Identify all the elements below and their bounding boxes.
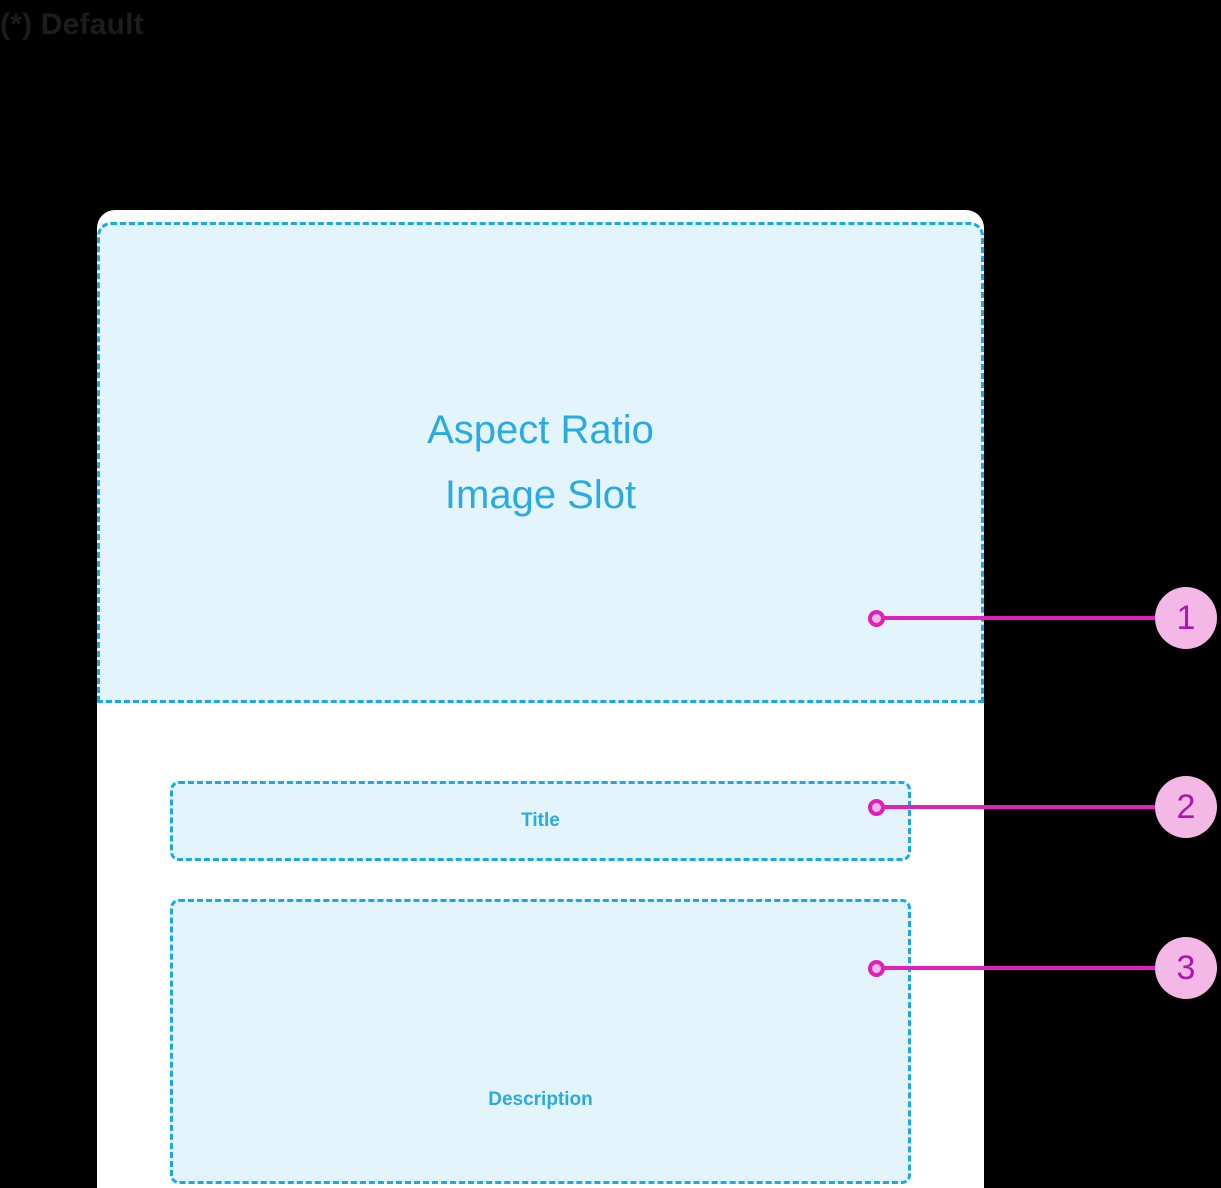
image-slot-label-line1: Aspect Ratio [427,407,654,452]
callout-leader-line-1 [877,616,1155,620]
callout-badge-3-number: 3 [1176,949,1196,987]
callout-badge-2[interactable]: 2 [1155,776,1217,838]
title-slot-label: Title [521,810,560,831]
image-slot-label: Aspect Ratio Image Slot [427,398,654,528]
callout-anchor-dot-1 [868,610,885,627]
image-slot-label-line2: Image Slot [444,472,637,517]
image-slot[interactable]: Aspect Ratio Image Slot [97,222,984,703]
callout-leader-line-2 [877,805,1155,809]
page-title: (*) Default [0,8,144,41]
description-slot-label: Description [488,1088,593,1110]
callout-leader-line-3 [877,966,1155,970]
callout-anchor-dot-2 [868,799,885,816]
callout-badge-1-number: 1 [1176,599,1196,637]
callout-badge-2-number: 2 [1176,788,1196,826]
description-slot[interactable]: Description [170,899,911,1184]
callout-badge-3[interactable]: 3 [1155,937,1217,999]
callout-badge-1[interactable]: 1 [1155,587,1217,649]
callout-anchor-dot-3 [868,960,885,977]
title-slot[interactable]: Title [170,781,911,861]
